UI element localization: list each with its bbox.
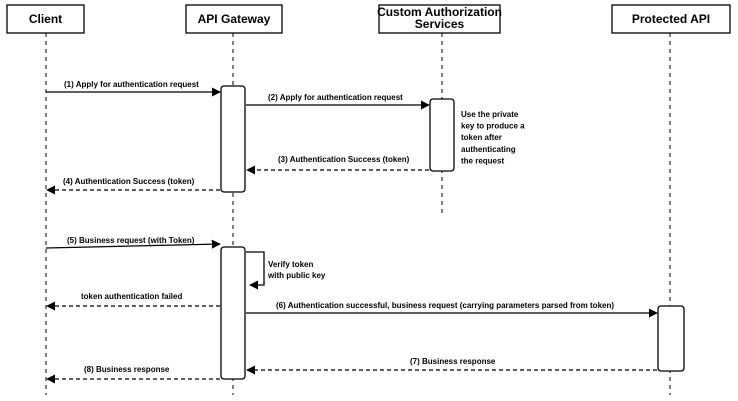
message-m1: (1) Apply for authentication request	[46, 80, 221, 97]
message-m2: (2) Apply for authentication request	[246, 93, 430, 110]
gateway-label: API Gateway	[198, 12, 271, 26]
gateway-activation-2	[220, 246, 246, 380]
message-label: token authentication failed	[81, 292, 182, 301]
auth-label: Custom Authorization	[377, 5, 502, 19]
self-arrow	[246, 251, 265, 290]
message-label: (6) Authentication successful, business …	[276, 301, 614, 310]
message-m6: (6) Authentication successful, business …	[246, 301, 658, 318]
note-line: the request	[461, 156, 504, 165]
note-auth_note: Use the private key to produce a token aft…	[461, 110, 525, 165]
message-label: with public key	[267, 271, 326, 280]
message-m4: (4) Authentication Success (token)	[46, 177, 220, 195]
message-m_self: Verify token with public key	[246, 251, 326, 290]
message-label: Verify token	[268, 260, 313, 269]
note-line: authenticating	[461, 145, 516, 154]
message-m3: (3) Authentication Success (token)	[246, 155, 429, 175]
gateway-participant: API Gateway	[185, 4, 283, 34]
message-label: (8) Business response	[84, 365, 170, 374]
note-line: key to produce a	[461, 122, 525, 131]
api-activation	[657, 305, 685, 372]
client-label: Client	[29, 12, 62, 26]
message-label: (3) Authentication Success (token)	[278, 155, 410, 164]
api-participant: Protected API	[611, 4, 731, 34]
message-label: (4) Authentication Success (token)	[63, 177, 195, 186]
client-participant: Client	[6, 4, 85, 34]
message-m5: (5) Business request (with Token)	[45, 236, 221, 249]
message-arrow	[45, 239, 221, 249]
message-label: (7) Business response	[410, 357, 496, 366]
message-m8: (8) Business response	[46, 365, 220, 384]
auth-label: Services	[415, 17, 465, 31]
message-m_fail: token authentication failed	[46, 292, 220, 311]
message-label: (5) Business request (with Token)	[67, 236, 195, 245]
message-label: (2) Apply for authentication request	[268, 93, 403, 102]
api-label: Protected API	[632, 12, 710, 26]
note-line: token after	[461, 133, 502, 142]
auth-activation	[429, 98, 455, 172]
gateway-activation-1	[220, 85, 246, 193]
note-line: Use the private	[461, 110, 519, 119]
message-label: (1) Apply for authentication request	[64, 80, 199, 89]
message-m7: (7) Business response	[246, 357, 657, 375]
